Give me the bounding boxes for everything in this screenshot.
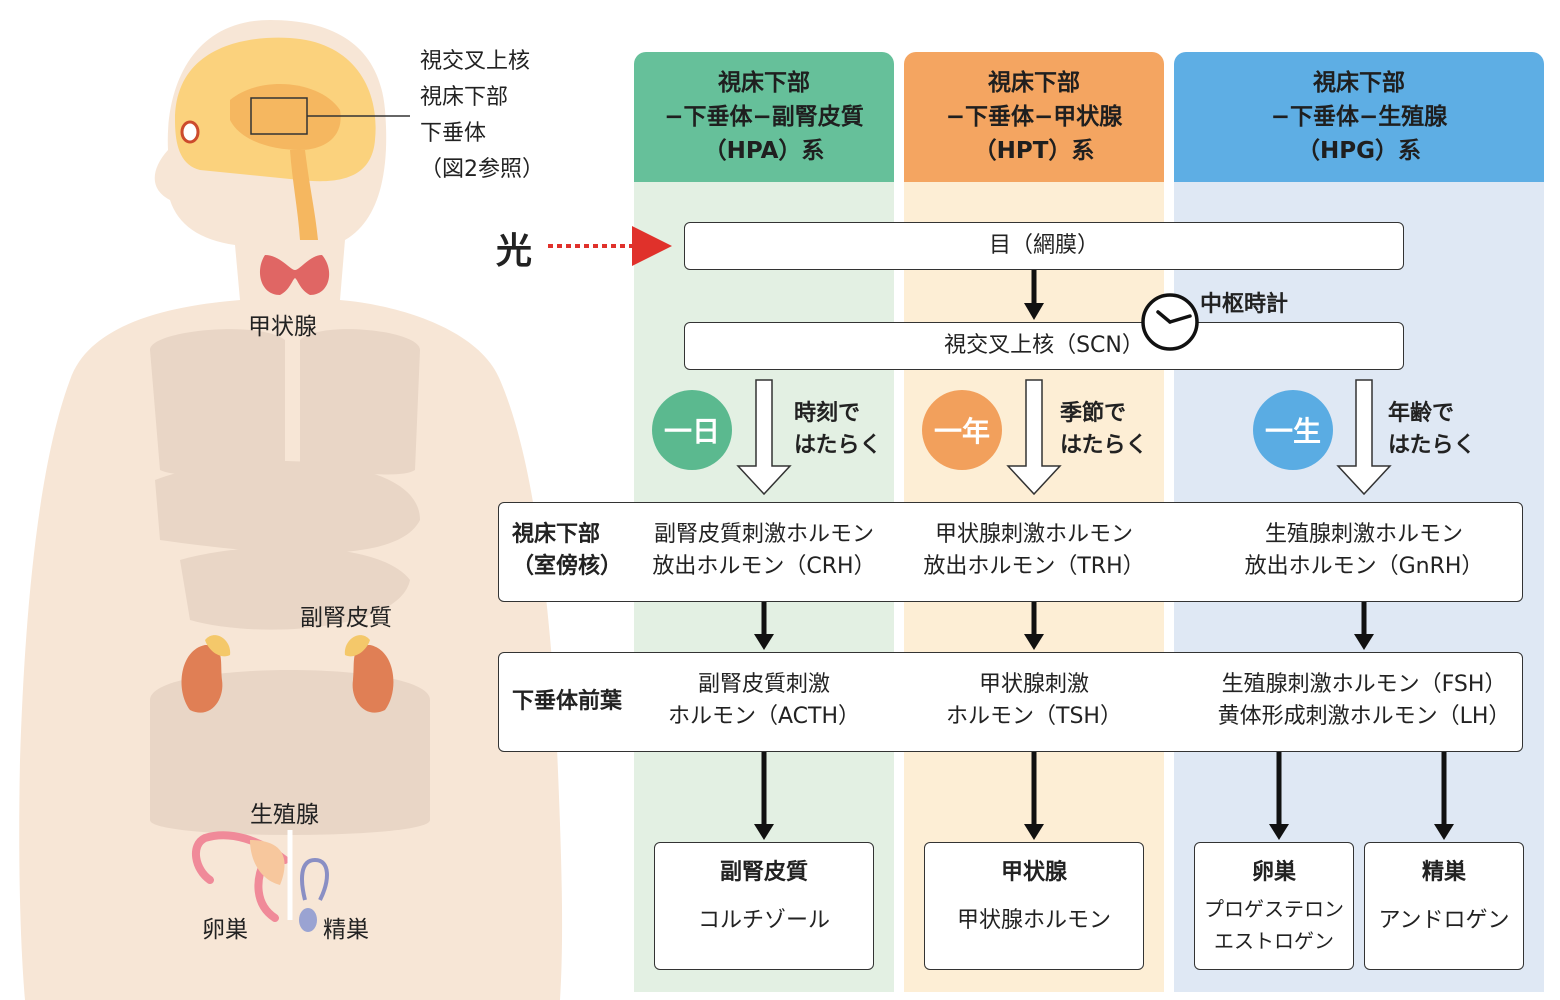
- brain-label-pituitary: 下垂体: [420, 121, 487, 146]
- pituitary-row-label: 下垂体前葉: [512, 689, 623, 714]
- thyroid-shape: [260, 255, 330, 295]
- column-header-hpt: 視床下部 −下垂体−甲状腺 （HPT）系: [904, 52, 1164, 182]
- target-ovary-hormone: プロゲステロン エストロゲン: [1204, 897, 1344, 953]
- hormone-tsh: 甲状腺刺激 ホルモン（TSH）: [946, 672, 1122, 729]
- light-label: 光: [496, 231, 533, 272]
- badge-lifetime: 一生: [1253, 390, 1333, 470]
- target-adrenal-title: 副腎皮質: [719, 860, 808, 885]
- hormone-acth: 副腎皮質刺激 ホルモン（ACTH）: [667, 672, 860, 729]
- arrowhead-pit-target-thyroid: [1024, 824, 1044, 840]
- hormone-gnrh: 生殖腺刺激ホルモン 放出ホルモン（GnRH）: [1244, 522, 1484, 579]
- organ-label-ovary: 卵巣: [202, 917, 248, 943]
- right-adrenal: [344, 635, 370, 657]
- brain-label-hypothalamus: 視床下部: [420, 85, 509, 110]
- clock-icon: [1141, 293, 1199, 351]
- hollow-arrow-hpt: [1006, 379, 1062, 496]
- target-testis-box: 精巣 アンドロゲン: [1364, 842, 1524, 970]
- left-adrenal: [205, 635, 231, 657]
- left-kidney: [181, 645, 223, 713]
- target-adrenal-box: 副腎皮質 コルチゾール: [654, 842, 874, 970]
- target-thyroid-hormone: 甲状腺ホルモン: [956, 908, 1111, 933]
- target-adrenal-hormone: コルチゾール: [697, 908, 830, 933]
- badge-caption-lifetime: 年齢で はたらく: [1388, 401, 1476, 458]
- eye-to-scn-arrow-head: [1024, 303, 1044, 320]
- target-thyroid-box: 甲状腺 甲状腺ホルモン: [924, 842, 1144, 970]
- hormone-trh: 甲状腺刺激ホルモン 放出ホルモン（TRH）: [923, 522, 1145, 579]
- spinal-cord: [290, 150, 318, 240]
- hypothalamus-row: [498, 502, 1523, 602]
- hormone-crh: 副腎皮質刺激ホルモン 放出ホルモン（CRH）: [652, 522, 876, 579]
- organ-label-thyroid: 甲状腺: [248, 314, 317, 340]
- target-ovary-box: 卵巣 プロゲステロン エストロゲン: [1194, 842, 1354, 970]
- target-ovary-title: 卵巣: [1251, 860, 1296, 885]
- badge-caption-one-year: 季節で はたらく: [1060, 401, 1148, 458]
- badge-one-year: 一年: [922, 390, 1002, 470]
- right-kidney: [352, 645, 394, 713]
- eye-shape: [180, 120, 200, 144]
- organ-label-testis: 精巣: [323, 917, 369, 943]
- arrowhead-hyp-pit-hpg: [1354, 634, 1374, 650]
- target-thyroid-title: 甲状腺: [1000, 860, 1067, 885]
- arrowhead-hyp-pit-hpa: [754, 634, 774, 650]
- hypothalamus-row-label: 視床下部 （室傍核）: [512, 522, 623, 579]
- pituitary-row: [498, 652, 1523, 752]
- target-testis-hormone: アンドロゲン: [1378, 908, 1510, 933]
- hollow-arrow-hpg: [1336, 379, 1392, 496]
- arrowhead-pit-target-ovary: [1269, 824, 1289, 840]
- brain-label-reference: （図2参照）: [420, 157, 544, 182]
- organ-shadows: [150, 329, 430, 835]
- badge-one-day: 一日: [652, 390, 732, 470]
- column-header-hpa: 視床下部 −下垂体−副腎皮質 （HPA）系: [634, 52, 894, 182]
- arrowhead-hyp-pit-hpt: [1024, 634, 1044, 650]
- badge-caption-one-day: 時刻で はたらく: [794, 401, 882, 458]
- arrowhead-pit-target-testis: [1434, 824, 1454, 840]
- scn-box: 視交叉上核（SCN）: [684, 322, 1404, 370]
- testis-duct: [300, 857, 329, 901]
- target-testis-title: 精巣: [1421, 860, 1466, 885]
- uterus-shape: [250, 840, 285, 885]
- testis-shape: [299, 908, 317, 932]
- hollow-arrow-hpa: [736, 379, 792, 496]
- column-header-hpg: 視床下部 −下垂体−生殖腺 （HPG）系: [1174, 52, 1544, 182]
- brain-label-scn: 視交叉上核: [420, 49, 531, 74]
- clock-label: 中枢時計: [1200, 292, 1289, 317]
- arrowhead-pit-target-adrenal: [754, 824, 774, 840]
- organ-label-adrenal: 副腎皮質: [300, 605, 392, 631]
- eye-retina-box: 目（網膜）: [684, 222, 1404, 270]
- hormone-fsh-lh: 生殖腺刺激ホルモン（FSH） 黄体形成刺激ホルモン（LH）: [1217, 672, 1511, 729]
- organ-label-gonad: 生殖腺: [250, 802, 319, 828]
